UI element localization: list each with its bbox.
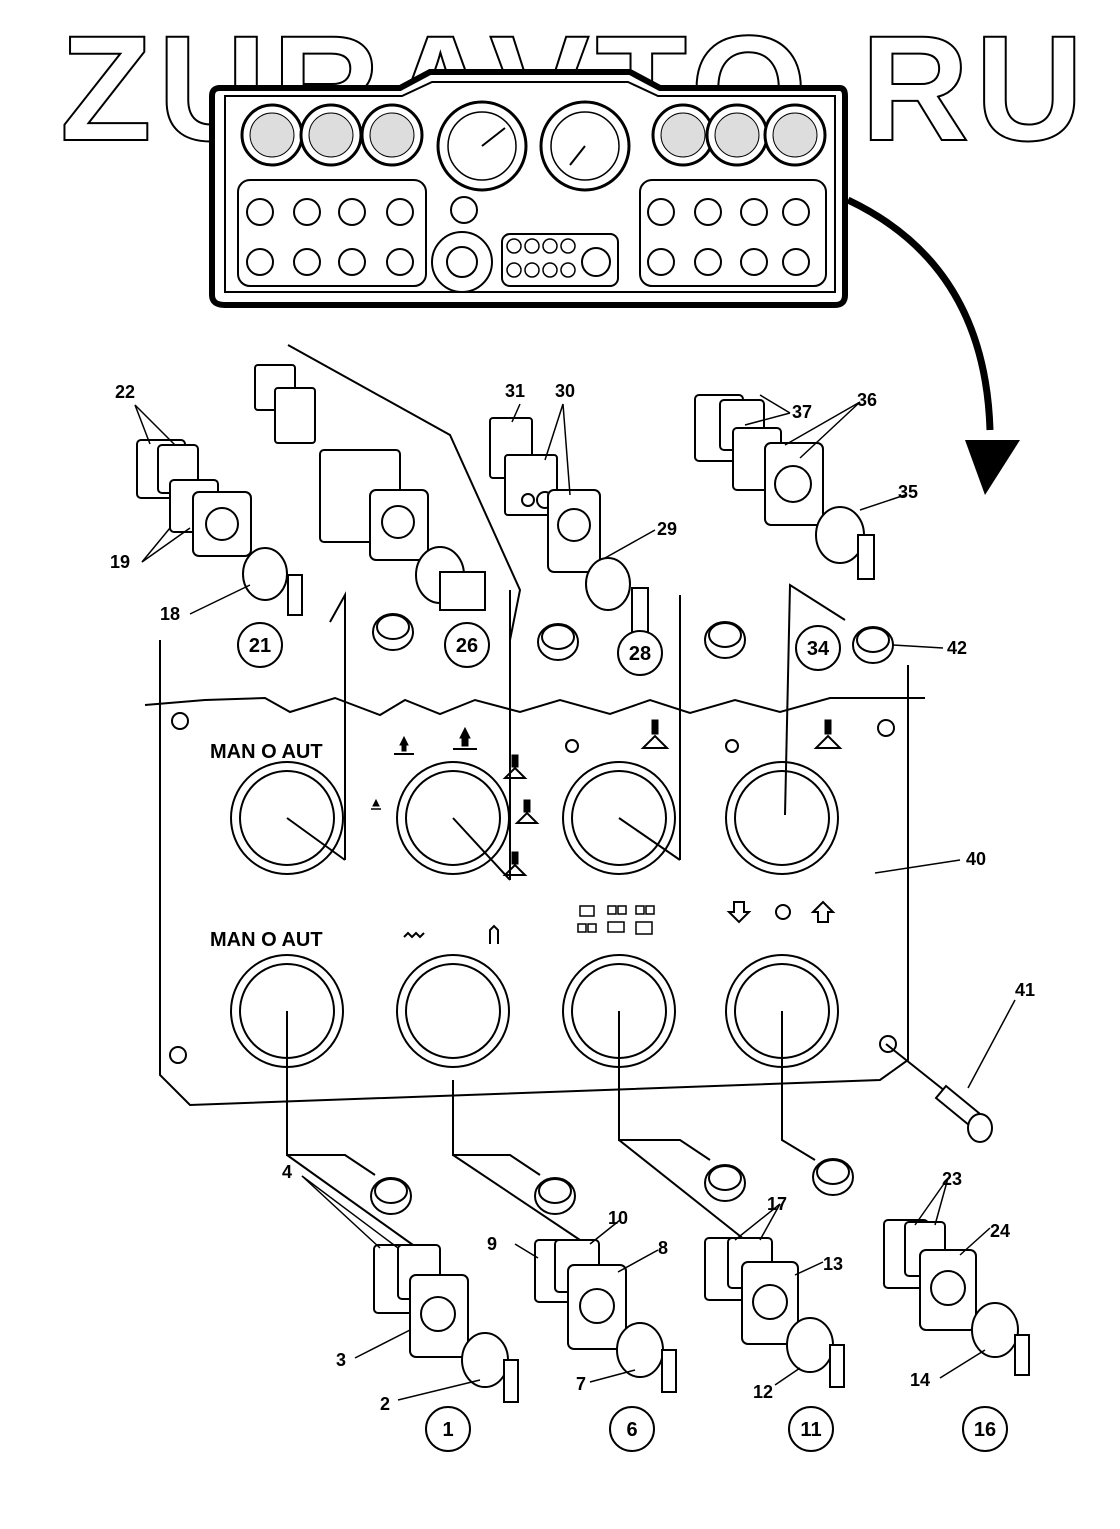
label-23: 19 [110, 552, 130, 572]
svg-text:11: 11 [800, 1419, 821, 1441]
label-12: 12 [753, 1382, 773, 1402]
part-number-labels: 22 19 18 31 30 29 37 36 35 42 40 41 4 3 … [110, 381, 1035, 1414]
label-2: 2 [380, 1394, 390, 1414]
label-42: 42 [947, 638, 967, 658]
circled-position-numbers: 21 26 28 34 1 6 11 16 [237, 622, 1008, 1452]
label-40: 40 [966, 849, 986, 869]
label-4: 4 [282, 1162, 292, 1182]
label-41: 41 [1015, 980, 1035, 1000]
label-3: 3 [336, 1350, 346, 1370]
svg-text:16: 16 [974, 1419, 996, 1441]
label-14: 17 [767, 1194, 787, 1214]
position-28: 28 [617, 630, 663, 676]
indicator-lamps [370, 613, 894, 1215]
svg-text:28: 28 [629, 643, 651, 665]
label-35: 35 [898, 482, 918, 502]
switch-assemblies [136, 364, 1030, 1403]
label-13: 13 [823, 1254, 843, 1274]
tool-symbol-icons [371, 719, 843, 944]
position-1: 1 [425, 1406, 471, 1452]
svg-text:1: 1 [442, 1419, 453, 1441]
position-6: 6 [609, 1406, 655, 1452]
label-29: 29 [657, 519, 677, 539]
label-7: 7 [576, 1374, 586, 1394]
mode-label-row1: MAN O AUT [210, 741, 323, 763]
label-9: 9 [487, 1234, 497, 1254]
label-19: 23 [942, 1169, 962, 1189]
position-26: 26 [444, 622, 490, 668]
label-30: 30 [555, 381, 575, 401]
position-21: 21 [237, 622, 283, 668]
curved-arrow-icon [846, 196, 1020, 495]
position-34: 34 [795, 625, 841, 671]
label-37: 37 [792, 402, 812, 422]
label-17: 14 [910, 1370, 930, 1390]
label-36: 36 [857, 390, 877, 410]
label-31: 31 [505, 381, 525, 401]
mode-label-row2: MAN O AUT [210, 929, 323, 951]
svg-text:26: 26 [456, 635, 478, 657]
label-18: 24 [990, 1221, 1010, 1241]
svg-text:34: 34 [807, 638, 830, 660]
switch-panel: MAN O AUT MAN O AUT [144, 640, 925, 1107]
label-8: 8 [658, 1238, 668, 1258]
dashboard-overview [209, 69, 848, 308]
svg-text:21: 21 [249, 635, 271, 657]
position-11: 11 [788, 1406, 834, 1452]
svg-text:6: 6 [626, 1419, 637, 1441]
position-16: 16 [962, 1406, 1008, 1452]
label-24: 22 [115, 382, 135, 402]
assembly-lines [286, 344, 951, 1251]
label-22: 18 [160, 604, 180, 624]
leader-lines [134, 394, 1016, 1401]
label-10: 10 [608, 1208, 628, 1228]
